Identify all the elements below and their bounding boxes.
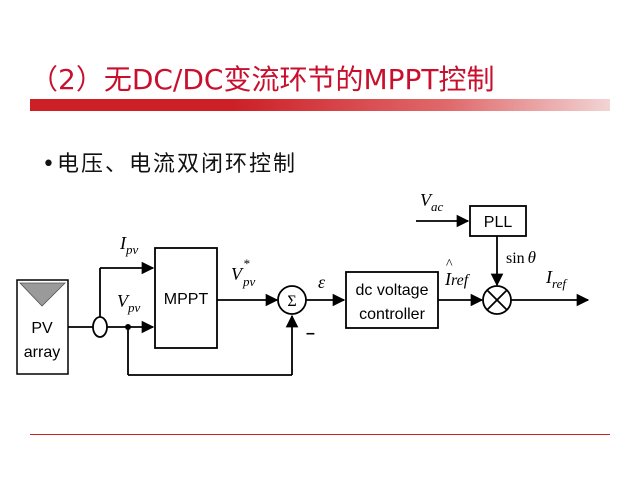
label-vpv-star: V * pv	[231, 256, 256, 289]
title-underline-bar	[30, 99, 610, 111]
sum-symbol: Σ	[287, 293, 296, 310]
svg-text:*: *	[243, 256, 250, 271]
svg-text:Iref: Iref	[444, 269, 471, 289]
label-iref: Iref	[545, 267, 568, 291]
svg-text:V: V	[231, 264, 244, 284]
summing-junction: Σ	[277, 285, 307, 315]
label-vpv: Vpv	[117, 291, 141, 315]
pll-label: PLL	[484, 214, 513, 231]
multiplier-junction	[482, 285, 512, 315]
label-epsilon: ε	[318, 272, 326, 292]
label-iref-hat: ^ Iref	[444, 257, 471, 289]
pll-block: PLL	[469, 205, 527, 237]
junction-dot	[125, 324, 131, 330]
label-ipv: Ipv	[119, 233, 139, 257]
pv-label-line1: PV	[31, 320, 53, 337]
controller-label-line2: controller	[359, 306, 425, 323]
pv-array-block: PV array	[16, 279, 69, 375]
bullet-text: •电压、电流双闭环控制	[42, 152, 297, 177]
minus-sign: –	[306, 325, 315, 342]
label-vac: Vac	[420, 190, 444, 214]
pv-label-line2: array	[24, 344, 60, 361]
slide-title: （2）无DC/DC变流环节的MPPT控制	[30, 63, 495, 96]
mppt-label: MPPT	[164, 291, 209, 308]
current-sensor-icon	[92, 316, 108, 338]
pv-cell-icon	[19, 282, 66, 307]
dc-voltage-controller-block: dc voltage controller	[345, 271, 439, 329]
footer-divider	[30, 434, 610, 435]
controller-label-line1: dc voltage	[356, 282, 429, 299]
mppt-block: MPPT	[154, 247, 218, 349]
pv-output-wires	[68, 261, 299, 376]
svg-text:^: ^	[446, 257, 453, 272]
svg-text:pv: pv	[242, 274, 256, 289]
